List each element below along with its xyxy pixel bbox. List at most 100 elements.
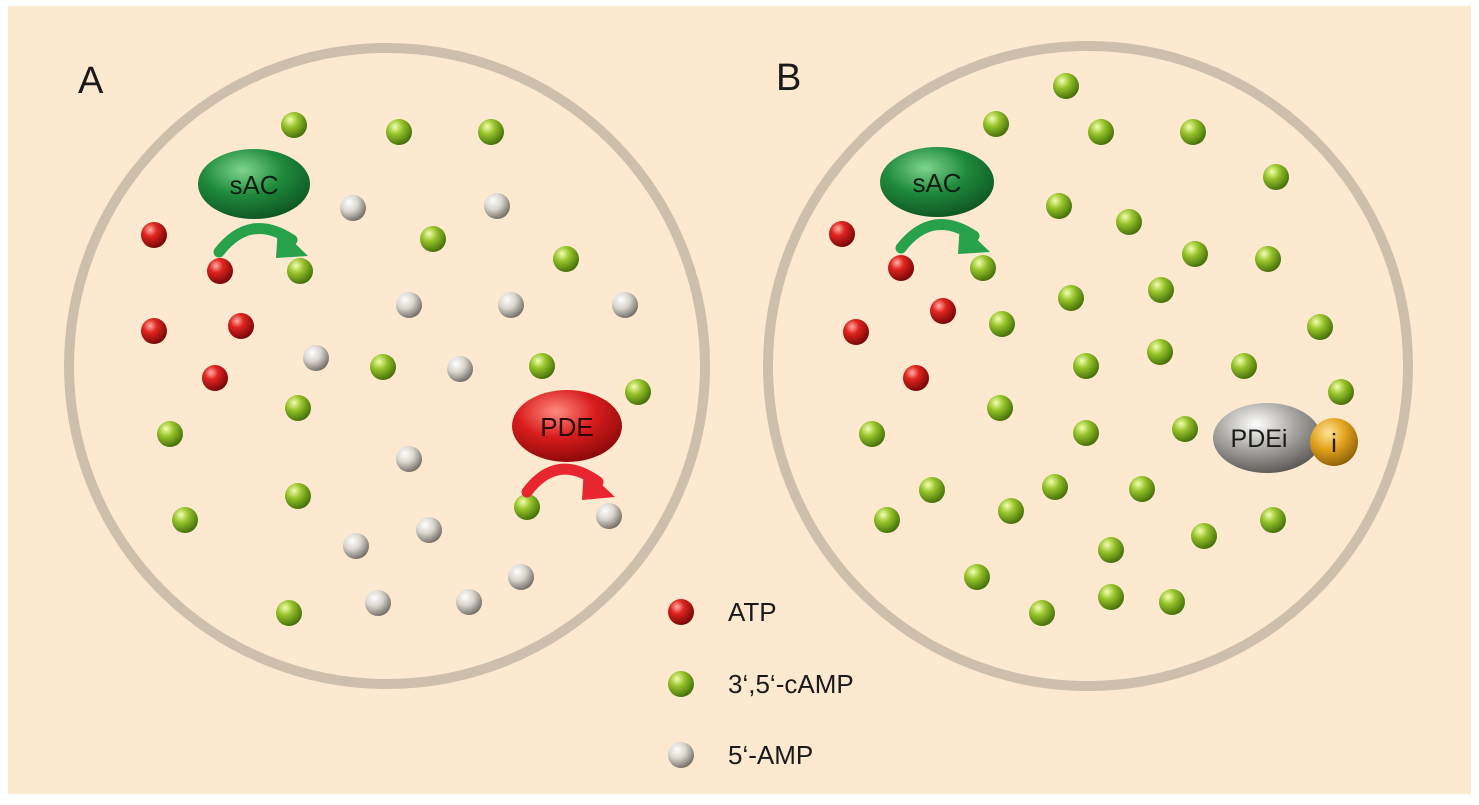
panel-a-amp-molecule-13 xyxy=(498,292,524,318)
panel-b-camp-molecule-2 xyxy=(1088,119,1114,145)
panel-b-camp-molecule-11 xyxy=(1255,246,1281,272)
panel-b-atp-molecule-16 xyxy=(843,319,869,345)
panel-b-camp-molecule-33 xyxy=(1191,523,1217,549)
panel-a-amp-molecule-30 xyxy=(508,564,534,590)
legend-camp-label: 3‘,5‘-cAMP xyxy=(728,669,854,699)
panel-b-camp-molecule-35 xyxy=(964,564,990,590)
panel-b-camp-molecule-26 xyxy=(1172,416,1198,442)
legend-camp-icon xyxy=(668,671,694,697)
panel-a-camp-molecule-26 xyxy=(514,494,540,520)
panel-a-sac-label: sAC xyxy=(229,170,278,200)
panel-b-sac-label: sAC xyxy=(912,168,961,198)
panel-b-camp-molecule-24 xyxy=(859,421,885,447)
panel-b-atp-molecule-14 xyxy=(930,298,956,324)
panel-b-camp-molecule-0 xyxy=(1053,73,1079,99)
panel-b-sac-arrow xyxy=(895,218,990,254)
panel-a-pde-arrow xyxy=(521,463,615,500)
panel-a-camp-molecule-20 xyxy=(625,379,651,405)
panel-b-camp-molecule-29 xyxy=(1129,476,1155,502)
legend-amp-icon xyxy=(668,742,694,768)
panel-b-camp-molecule-20 xyxy=(1231,353,1257,379)
cell-b-membrane xyxy=(763,41,1413,691)
panel-b-sac-enzyme: sAC xyxy=(880,147,994,217)
panel-a-amp-molecule-12 xyxy=(396,292,422,318)
panel-b-camp-molecule-12 xyxy=(1148,277,1174,303)
panel-b-camp-molecule-15 xyxy=(989,311,1015,337)
panel-a-camp-molecule-21 xyxy=(285,395,311,421)
panel-b-camp-molecule-1 xyxy=(983,111,1009,137)
panel-b-camp-molecule-30 xyxy=(998,498,1024,524)
panel-b-pdei-label: PDEi xyxy=(1231,425,1288,453)
panel-b-pdei-enzyme: PDEi xyxy=(1213,403,1321,473)
panel-a-camp-molecule-9 xyxy=(287,258,313,284)
panel-a-atp-molecule-10 xyxy=(141,318,167,344)
panel-b-camp-molecule-23 xyxy=(987,395,1013,421)
panel-a-camp-molecule-22 xyxy=(157,421,183,447)
panel-a-atp-molecule-3 xyxy=(141,222,167,248)
cell-a-membrane xyxy=(64,43,710,689)
panel-b-camp-molecule-18 xyxy=(1147,339,1173,365)
panel-b-camp-molecule-28 xyxy=(1042,474,1068,500)
legend-atp-label: ATP xyxy=(728,597,777,627)
panel-b-camp-molecule-19 xyxy=(1073,353,1099,379)
panel-b-camp-molecule-32 xyxy=(1260,507,1286,533)
panel-a-camp-molecule-18 xyxy=(529,353,555,379)
panel-b-inhibitor: i xyxy=(1310,418,1358,466)
panel-b-camp-molecule-9 xyxy=(970,255,996,281)
panel-a-amp-molecule-27 xyxy=(596,503,622,529)
panel-a-camp-molecule-0 xyxy=(281,112,307,138)
panel-a-amp-molecule-32 xyxy=(456,589,482,615)
panel-b-camp-molecule-4 xyxy=(1263,164,1289,190)
panel-a-amp-molecule-29 xyxy=(343,533,369,559)
panel-a-pde-enzyme: PDE xyxy=(512,390,622,462)
panel-a-camp-molecule-2 xyxy=(478,119,504,145)
panel-b-atp-molecule-8 xyxy=(888,255,914,281)
legend: ATP 3‘,5‘-cAMP 5‘-AMP xyxy=(668,597,854,770)
panel-a-amp-molecule-31 xyxy=(365,590,391,616)
legend-amp-label: 5‘-AMP xyxy=(728,740,813,770)
panel-a-atp-molecule-11 xyxy=(228,313,254,339)
panel-b-camp-molecule-25 xyxy=(1073,420,1099,446)
panel-a-camp-molecule-16 xyxy=(370,354,396,380)
legend-atp-icon xyxy=(668,599,694,625)
panel-b-camp-molecule-31 xyxy=(874,507,900,533)
molecules xyxy=(141,73,1354,626)
panel-a-camp-molecule-24 xyxy=(285,483,311,509)
panel-b-camp-molecule-36 xyxy=(1098,584,1124,610)
panel-b-camp-molecule-10 xyxy=(1182,241,1208,267)
panel-b-camp-molecule-13 xyxy=(1058,285,1084,311)
panel-a-amp-molecule-4 xyxy=(340,195,366,221)
diagram-background xyxy=(8,6,1471,794)
panel-b-camp-molecule-5 xyxy=(1046,193,1072,219)
panel-a-amp-molecule-28 xyxy=(416,517,442,543)
panel-b-camp-molecule-17 xyxy=(1307,314,1333,340)
panel-a-camp-molecule-25 xyxy=(172,507,198,533)
panel-a-atp-molecule-19 xyxy=(202,365,228,391)
panel-a-camp-molecule-33 xyxy=(276,600,302,626)
panel-a-amp-molecule-15 xyxy=(303,345,329,371)
panel-a-camp-molecule-1 xyxy=(386,119,412,145)
panel-b-camp-molecule-38 xyxy=(1029,600,1055,626)
panel-b-camp-molecule-34 xyxy=(1098,537,1124,563)
panel-a-pde-label: PDE xyxy=(540,412,593,442)
panel-a-sac-arrow xyxy=(213,222,308,258)
panel-a-amp-molecule-23 xyxy=(396,446,422,472)
panel-a-camp-molecule-7 xyxy=(553,246,579,272)
panel-b-camp-molecule-3 xyxy=(1180,119,1206,145)
panel-b-atp-molecule-7 xyxy=(829,221,855,247)
panel-b-camp-molecule-27 xyxy=(919,477,945,503)
panel-a-sac-enzyme: sAC xyxy=(198,149,310,219)
panel-a-atp-molecule-8 xyxy=(207,258,233,284)
panel-b-inhibitor-label: i xyxy=(1331,428,1337,458)
panel-a-camp-molecule-6 xyxy=(420,226,446,252)
panel-b-label: B xyxy=(776,57,801,99)
panel-a-amp-molecule-14 xyxy=(612,292,638,318)
panel-a-amp-molecule-17 xyxy=(447,356,473,382)
panel-a-label: A xyxy=(78,60,104,102)
panel-a-amp-molecule-5 xyxy=(484,193,510,219)
panel-b-camp-molecule-22 xyxy=(1328,379,1354,405)
panel-b-atp-molecule-21 xyxy=(903,365,929,391)
panel-b-camp-molecule-37 xyxy=(1159,589,1185,615)
